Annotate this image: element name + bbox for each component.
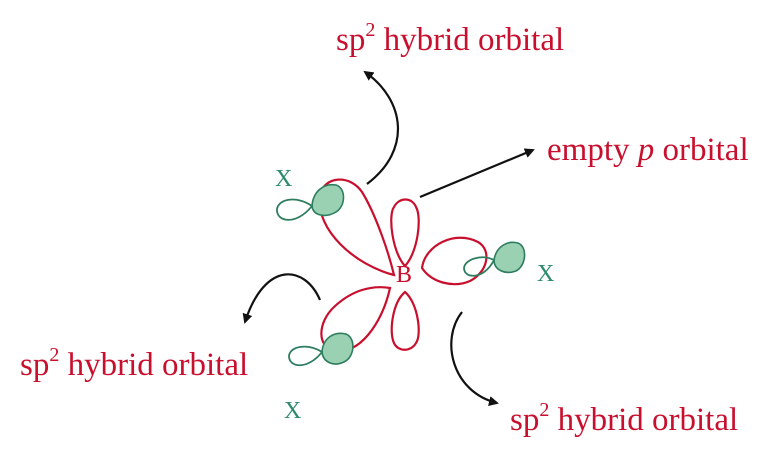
atom-x-top-left: X — [275, 166, 292, 192]
atom-x-right: X — [537, 261, 554, 287]
x-orbital-bottom-open-lobe — [288, 345, 324, 367]
sp2-lobe-lower-left — [320, 286, 392, 353]
x-orbital-top-left-shaded-lobe — [311, 183, 345, 217]
p-orbital-upper-lobe — [390, 198, 420, 268]
sp2-lobe-right — [420, 236, 488, 286]
x-orbital-right-shaded-lobe — [493, 241, 526, 274]
arrow-to-empty-p-label — [419, 148, 535, 199]
label-bottom-right-sp2: sp2 hybrid orbital — [510, 399, 738, 438]
atom-boron: B — [396, 262, 412, 288]
x-orbital-top-left-open-lobe — [276, 198, 314, 221]
label-empty-p-orbital: empty p orbital — [547, 132, 749, 168]
atom-x-bottom: X — [284, 398, 301, 424]
arrow-to-bottom-right-label — [450, 311, 499, 406]
x-orbital-right-open-lobe — [463, 256, 496, 277]
label-top-sp2: sp2 hybrid orbital — [336, 19, 564, 58]
arrow-to-top-label — [363, 70, 400, 185]
arrow-to-left-label — [242, 273, 322, 324]
sp2-lobe-upper-left — [318, 178, 396, 277]
label-left-sp2: sp2 hybrid orbital — [20, 344, 248, 383]
x-orbital-bottom-shaded-lobe — [321, 332, 354, 365]
p-orbital-lower-lobe — [390, 290, 420, 351]
